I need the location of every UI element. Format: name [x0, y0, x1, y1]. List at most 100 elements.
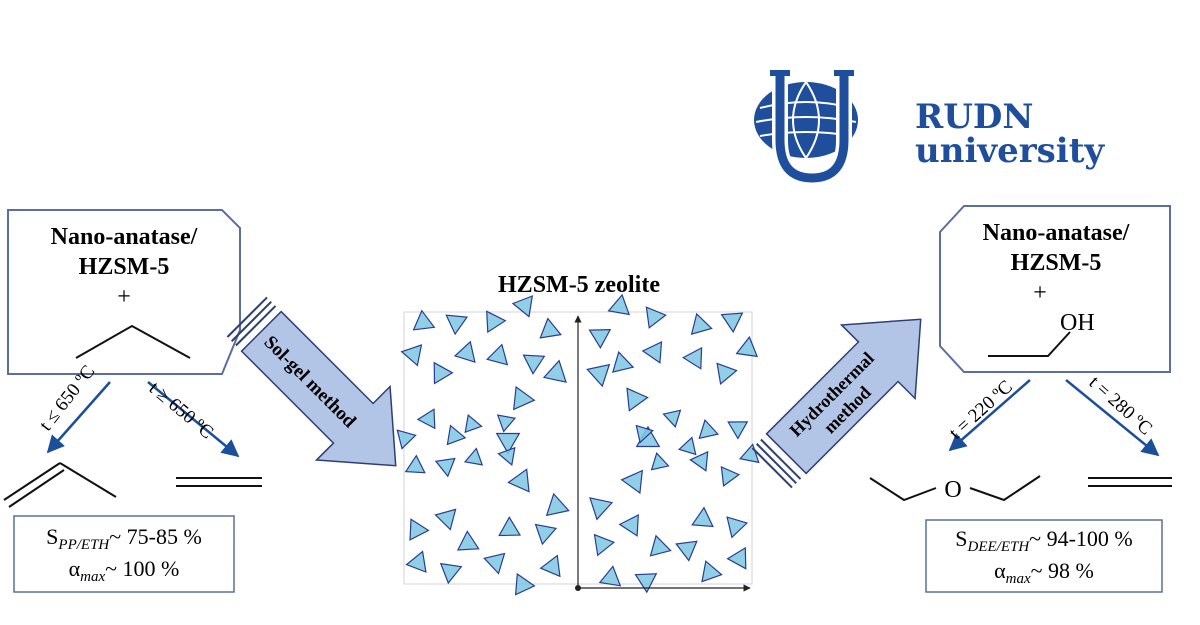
right-catalyst-line1: Nano-anatase/ [983, 220, 1130, 246]
zeolite-tetrahedron [495, 432, 521, 455]
zeolite-tetrahedron [691, 506, 714, 528]
zeolite-tetrahedron [534, 523, 558, 546]
zeolite-tetrahedron [645, 306, 667, 329]
zeolite-tetrahedron [720, 466, 741, 487]
zeolite-tetrahedron [433, 361, 454, 385]
zeolite-tetrahedron [678, 436, 697, 456]
zeolite-tetrahedron [593, 533, 616, 557]
zeolite-tetrahedron [635, 424, 654, 444]
zeolite-tetrahedron [445, 314, 469, 336]
propane-structure [75, 324, 191, 359]
zeolite-tetrahedron [689, 450, 709, 472]
zeolite-tetrahedron [507, 468, 530, 493]
ethanol-oh-label: OH [1060, 310, 1095, 336]
zeolite-tetrahedron [486, 310, 507, 334]
zeolite-framework-image [396, 293, 760, 596]
right-branch-label-1: t = 220 ºC [945, 376, 1017, 443]
zeolite-tetrahedron [634, 573, 658, 594]
zeolite-tetrahedron [404, 454, 426, 474]
zeolite-tetrahedron [618, 513, 639, 537]
zeolite-tetrahedron [512, 385, 536, 411]
zeolite-tetrahedron [650, 452, 670, 471]
zeolite-tetrahedron [586, 363, 611, 388]
zeolite-tetrahedron [726, 546, 747, 570]
zeolite-tetrahedron [589, 497, 614, 521]
zeolite-tetrahedron [396, 429, 417, 450]
sol-gel-arrow: Sol-gel method [226, 296, 397, 467]
zeolite-tetrahedron [416, 408, 436, 430]
rudn-emblem-icon [754, 70, 858, 187]
left-branch-arrow-2 [147, 381, 240, 458]
ethylene-structure-left [176, 477, 262, 487]
zeolite-tetrahedron [483, 552, 506, 575]
right-catalyst-box: Nano-anatase/ HZSM-5 + OH [939, 205, 1171, 373]
zeolite-tetrahedron [514, 572, 536, 596]
zeolite-tetrahedron [405, 550, 427, 573]
propylene-structure [3, 462, 117, 508]
left-result-box: SPP/ETH~ 75-85 % αmax~ 100 % [13, 515, 235, 593]
zeolite-tetrahedron [400, 344, 423, 367]
zeolite-tetrahedron [497, 446, 516, 467]
zeolite-tetrahedron [453, 340, 476, 363]
zeolite-tetrahedron [682, 346, 703, 370]
hydrothermal-arrow: Hydrothermal method [751, 318, 922, 489]
zeolite-tetrahedron [598, 565, 622, 587]
right-plus: + [1033, 280, 1047, 306]
left-plus: + [117, 284, 131, 310]
zeolite-tetrahedron [539, 317, 562, 339]
logo-line1: RUDN [915, 97, 1033, 137]
right-branch-label-2: t = 280 ºC [1085, 372, 1157, 439]
left-selectivity: SPP/ETH~ 75-85 % [46, 524, 202, 553]
zeolite-tetrahedron [545, 492, 570, 517]
zeolite-tetrahedron [463, 447, 484, 466]
zeolite-tetrahedron [412, 309, 436, 331]
zeolite-tetrahedron [539, 554, 561, 578]
zeolite-tetrahedron [522, 354, 546, 375]
zeolite-tetrahedron [434, 508, 457, 531]
zeolite-tetrahedron [626, 387, 649, 412]
left-catalyst-box: Nano-anatase/ HZSM-5 + [7, 209, 241, 375]
zeolite-tetrahedron [439, 562, 463, 585]
ether-oxygen-label: O [944, 477, 961, 503]
left-branch-arrow-1 [46, 381, 111, 454]
left-alpha: αmax~ 100 % [69, 556, 180, 585]
zeolite-tetrahedron [542, 359, 567, 383]
left-catalyst-line2: HZSM-5 [79, 254, 170, 280]
zeolite-tetrahedron [720, 312, 744, 334]
left-catalyst-line1: Nano-anatase/ [51, 224, 198, 250]
zeolite-tetrahedron [641, 341, 663, 364]
logo-line2: university [915, 131, 1105, 171]
zeolite-tetrahedron [486, 343, 509, 366]
zeolite-tetrahedron [701, 560, 723, 583]
ethanol-structure [988, 331, 1071, 357]
zeolite-tetrahedron [434, 457, 456, 478]
zeolite-tetrahedron [698, 418, 720, 440]
ethylene-structure-right [1088, 477, 1172, 487]
zeolite-tetrahedron [498, 516, 522, 537]
zeolite-tetrahedron [456, 530, 480, 551]
zeolite-tetrahedron [588, 328, 612, 350]
right-branch-arrow-1 [948, 379, 1031, 452]
left-branch-label-2: t ≥ 650 ºC [145, 378, 218, 444]
right-selectivity: SDEE/ETH~ 94-100 % [955, 526, 1132, 555]
right-result-box: SDEE/ETH~ 94-100 % αmax~ 98 % [925, 519, 1163, 593]
zeolite-tetrahedron [446, 424, 467, 446]
zeolite-tetrahedron [738, 443, 760, 464]
zeolite-tetrahedron [726, 516, 749, 539]
zeolite-tetrahedron [675, 540, 698, 562]
diethyl-ether-structure: O [869, 475, 1041, 503]
zeolite-tetrahedron [620, 469, 644, 495]
right-catalyst-line2: HZSM-5 [1011, 250, 1102, 276]
right-alpha: αmax~ 98 % [994, 558, 1094, 587]
zeolite-tetrahedron [496, 414, 517, 433]
zeolite-title: HZSM-5 zeolite [498, 272, 660, 298]
zeolite-tetrahedron [727, 421, 749, 440]
zeolite-tetrahedron [735, 335, 759, 358]
zeolite-tetrahedron [716, 362, 738, 386]
right-branch-arrow-2 [1065, 379, 1160, 457]
zeolite-tetrahedron [464, 413, 483, 434]
zeolite-tetrahedron [607, 293, 631, 316]
zeolite-tetrahedron [690, 312, 713, 335]
zeolite-tetrahedron [649, 534, 672, 557]
